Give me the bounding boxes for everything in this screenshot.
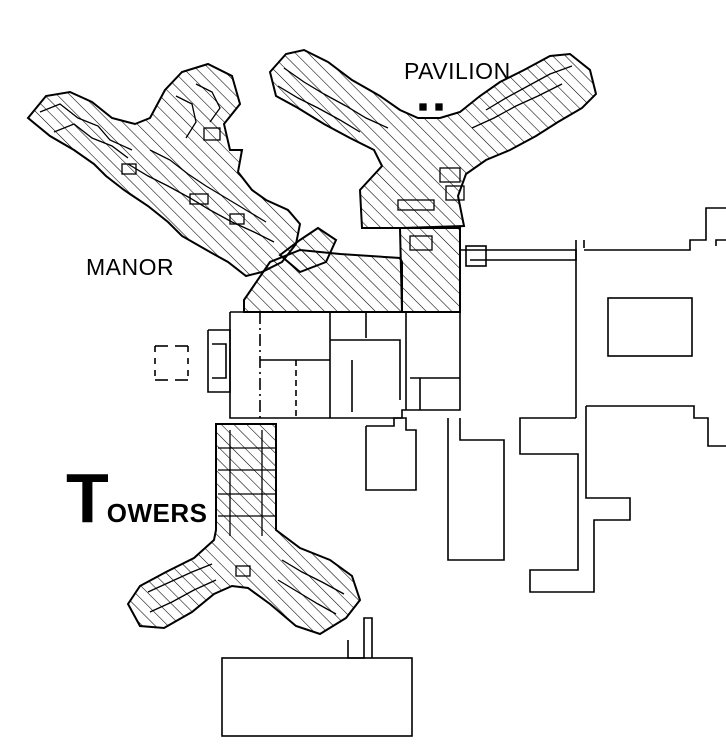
- lower-annex: [221, 617, 413, 737]
- towers-label-rest: OWERS: [106, 498, 208, 528]
- towers-wing: [126, 423, 362, 636]
- towers-label: TOWERS: [66, 463, 208, 533]
- towers-label-initial: T: [66, 459, 109, 537]
- pavilion-wing: [268, 48, 598, 313]
- manor-rooms: [39, 83, 275, 243]
- pavilion-rooms: [277, 65, 573, 251]
- outbuildings: [365, 207, 726, 593]
- manor-label: MANOR: [86, 254, 175, 280]
- pavilion-label: PAVILION: [404, 58, 511, 84]
- central-core: [154, 311, 461, 419]
- towers-rooms: [147, 430, 345, 615]
